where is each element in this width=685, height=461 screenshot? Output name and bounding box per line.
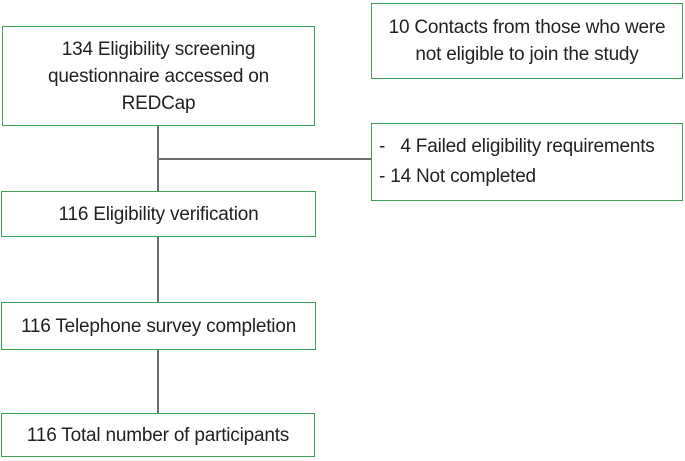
box-screening-line1: 134 Eligibility screening — [61, 38, 256, 60]
connector-verification-to-survey — [157, 237, 159, 302]
box-survey-text: 116 Telephone survey completion — [20, 315, 297, 337]
box-total-text: 116 Total number of participants — [26, 424, 290, 446]
box-exclusions: - 4 Failed eligibility requirements - 14… — [371, 123, 683, 201]
box-verification: 116 Eligibility verification — [1, 191, 316, 237]
box-contacts-line2: not eligible to join the study — [415, 44, 639, 65]
connector-survey-to-total — [157, 350, 159, 413]
box-screening-line3: REDCap — [121, 92, 196, 114]
box-survey: 116 Telephone survey completion — [1, 302, 316, 350]
box-contacts: 10 Contacts from those who were not elig… — [371, 3, 683, 79]
box-exclusions-line1: - 4 Failed eligibility requirements — [379, 136, 655, 157]
box-screening: 134 Eligibility screening questionnaire … — [2, 26, 315, 126]
connector-branch-to-exclusions — [157, 158, 371, 160]
box-exclusions-line2: - 14 Not completed — [379, 166, 536, 187]
box-total: 116 Total number of participants — [1, 413, 315, 457]
box-screening-line2: questionnaire accessed on — [47, 65, 270, 87]
box-contacts-line1: 10 Contacts from those who were — [388, 17, 666, 38]
box-verification-text: 116 Eligibility verification — [58, 203, 259, 225]
